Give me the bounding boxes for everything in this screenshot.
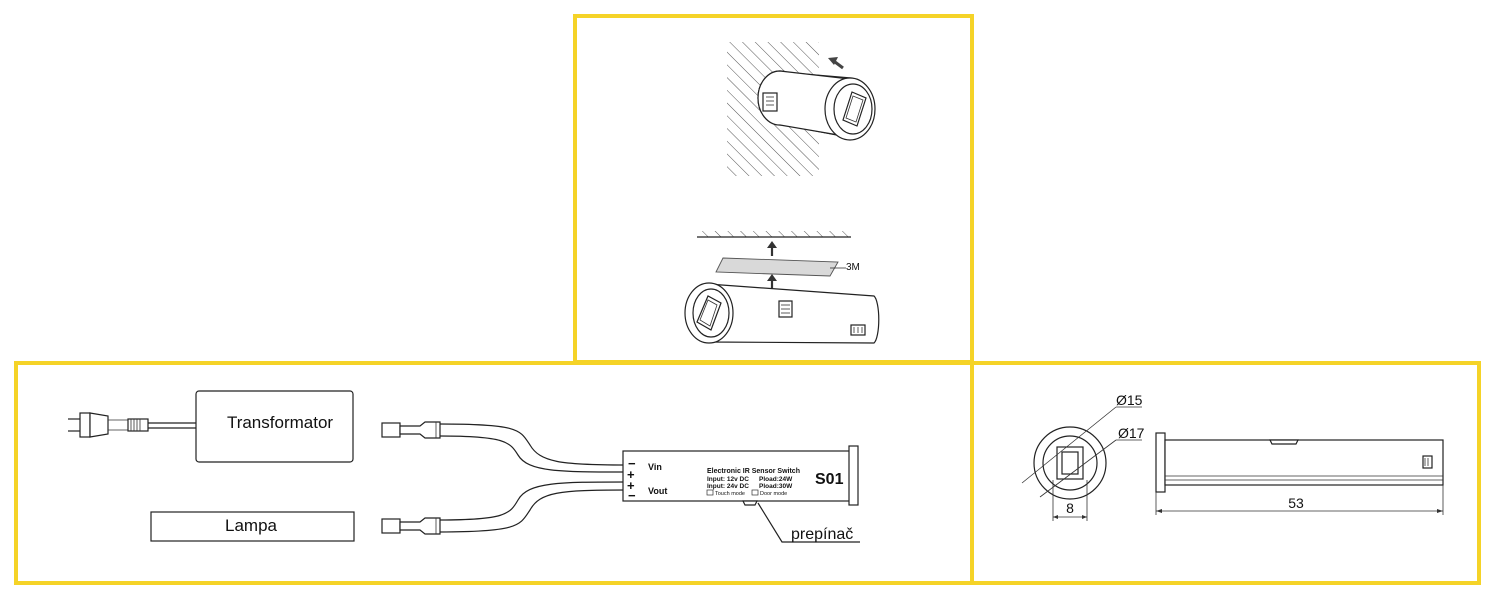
length-label: 53	[1288, 495, 1304, 511]
surface-mount-illustration: 3M	[684, 231, 880, 344]
lamp-label: Lampa	[225, 516, 278, 535]
dimensions-panel-frame	[970, 361, 1481, 585]
diameter-inner-label: Ø15	[1116, 392, 1143, 408]
wiring-panel: Transformator Lampa − +	[68, 390, 860, 543]
up-arrow-icon	[767, 241, 777, 248]
recessed-mount-illustration	[727, 42, 876, 176]
switch-touch-mode: Touch mode	[715, 491, 745, 497]
side-view: 53	[1155, 432, 1444, 515]
touch-mode-indicator	[706, 489, 714, 496]
dc-cables	[381, 421, 626, 535]
minus-symbol: −	[628, 488, 636, 503]
switch-input-24: Input: 24v DC	[707, 483, 749, 490]
switch-pload-24: Pload:24W	[759, 476, 793, 483]
up-arrow-icon	[767, 274, 777, 281]
transformer-label: Transformator	[227, 413, 333, 432]
switch-title: Electronic IR Sensor Switch	[707, 468, 800, 475]
mounting-panel: 3M	[684, 42, 880, 344]
plus-symbol: +	[627, 467, 635, 482]
vin-label: Vin	[648, 462, 662, 472]
transformer: Transformator	[195, 390, 354, 463]
front-view: Ø15 Ø17 8	[1021, 392, 1145, 521]
diameter-outer-label: Ø17	[1118, 425, 1145, 441]
lamp: Lampa	[150, 511, 355, 542]
switch-pload-30: Pload:30W	[759, 483, 793, 490]
selector-label: prepínač	[791, 526, 853, 543]
switch-input-12: Input: 12v DC	[707, 476, 749, 483]
adhesive-tape	[715, 257, 839, 277]
power-plug	[68, 412, 196, 438]
switch-model: S01	[815, 471, 844, 488]
adhesive-label: 3M	[846, 262, 860, 273]
arrow-head-icon	[828, 57, 838, 65]
ceiling-hatch	[697, 231, 851, 237]
dimensions-panel: Ø15 Ø17 8 53	[1021, 392, 1444, 521]
switch-door-mode: Door mode	[760, 491, 787, 497]
plus-symbol: +	[627, 478, 635, 493]
door-mode-indicator	[751, 489, 759, 496]
vout-label: Vout	[648, 486, 667, 496]
width-label: 8	[1066, 500, 1074, 516]
minus-symbol: −	[628, 456, 636, 471]
sensor-switch-box: − + + − Vin Vout Electronic IR Sensor Sw…	[622, 445, 860, 543]
panel-frames	[14, 14, 1481, 585]
